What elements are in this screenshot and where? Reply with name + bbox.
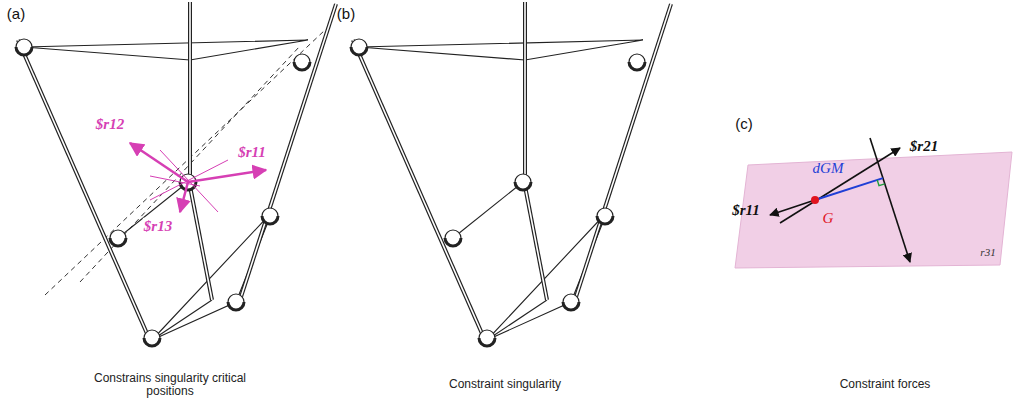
screw-label: $r13 (143, 218, 173, 235)
panel-label: (b) (337, 6, 355, 23)
mechanism-b (351, 2, 671, 346)
caption: Constraint singularity (405, 378, 605, 391)
screw-label: $r12 (95, 116, 125, 133)
mechanism-a (16, 2, 336, 346)
force-label: $r21 (910, 138, 938, 155)
plane-region: dGM $r21 $r11 Gr31 (730, 140, 1015, 270)
force-label: $r11 (732, 202, 760, 219)
force-label: r31 (980, 246, 995, 258)
plane-shape (730, 140, 1015, 270)
caption: Constrains singularity critical position… (70, 372, 270, 398)
panel-label: (c) (735, 116, 753, 133)
constraint-screws (130, 143, 266, 212)
caption: Constraint forces (785, 378, 985, 391)
point-label: G (823, 210, 834, 227)
screw-label: $r11 (237, 144, 267, 161)
panel-label: (a) (7, 6, 25, 23)
distance-label: dGM (813, 160, 844, 177)
